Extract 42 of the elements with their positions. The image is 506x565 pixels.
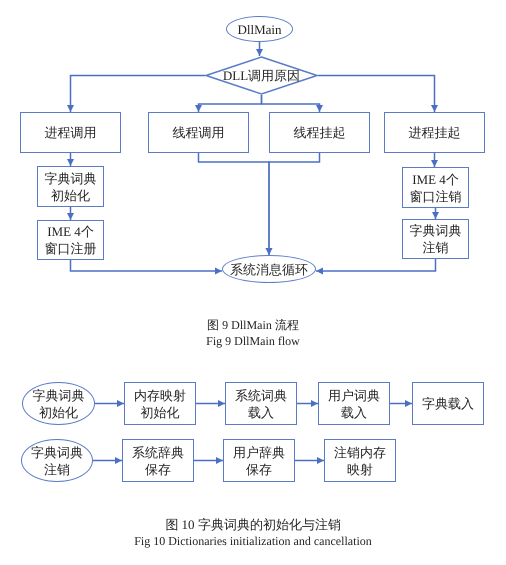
process-box: 字典词典初始化 [37, 166, 104, 207]
arrow [260, 95, 323, 112]
arrow [318, 74, 438, 112]
process-box: IME 4个窗口注销 [402, 167, 469, 208]
arrow [95, 400, 124, 407]
arrow [295, 457, 324, 464]
process-box: 字典词典注销 [402, 219, 469, 259]
arrow [67, 153, 74, 166]
arrow [67, 207, 74, 220]
process-box: 字典载入 [412, 382, 484, 425]
arrow [432, 208, 439, 219]
process-box: 系统辞典保存 [122, 439, 194, 482]
arrow [297, 400, 318, 407]
arrow [390, 400, 412, 407]
process-box: 线程挂起 [269, 112, 370, 153]
arrow [194, 457, 223, 464]
arrow [316, 259, 436, 274]
figure-caption: Fig 10 Dictionaries initialization and cancellation [133, 534, 373, 549]
process-box: 用户词典载入 [318, 382, 390, 425]
arrow [196, 400, 225, 407]
process-box: 进程调用 [20, 112, 121, 153]
arrow [67, 74, 205, 112]
arrow [70, 260, 222, 274]
process-box: 系统词典载入 [225, 382, 297, 425]
figure-caption: 图 10 字典词典的初始化与注销 [164, 517, 342, 532]
process-box: 注销内存映射 [324, 439, 396, 482]
arrow [266, 153, 320, 255]
process-box: 用户辞典保存 [223, 439, 295, 482]
terminal-box: DllMain [226, 16, 293, 42]
terminal-box: 系统消息循环 [222, 255, 316, 283]
terminal-box: 字典词典初始化 [22, 382, 95, 425]
process-box: 线程调用 [148, 112, 249, 153]
figure-caption: Fig 9 DllMain flow [205, 334, 301, 349]
process-box: 内存映射初始化 [124, 382, 196, 425]
figure-caption: 图 9 DllMain 流程 [206, 318, 300, 333]
decision-diamond: DLL调用原因 [205, 56, 318, 95]
arrow [431, 153, 438, 167]
arrow [256, 42, 263, 56]
arrow [93, 457, 122, 464]
terminal-box: 字典词典注销 [21, 439, 93, 482]
process-box: IME 4个窗口注册 [37, 220, 104, 260]
process-box: 进程挂起 [384, 112, 485, 153]
